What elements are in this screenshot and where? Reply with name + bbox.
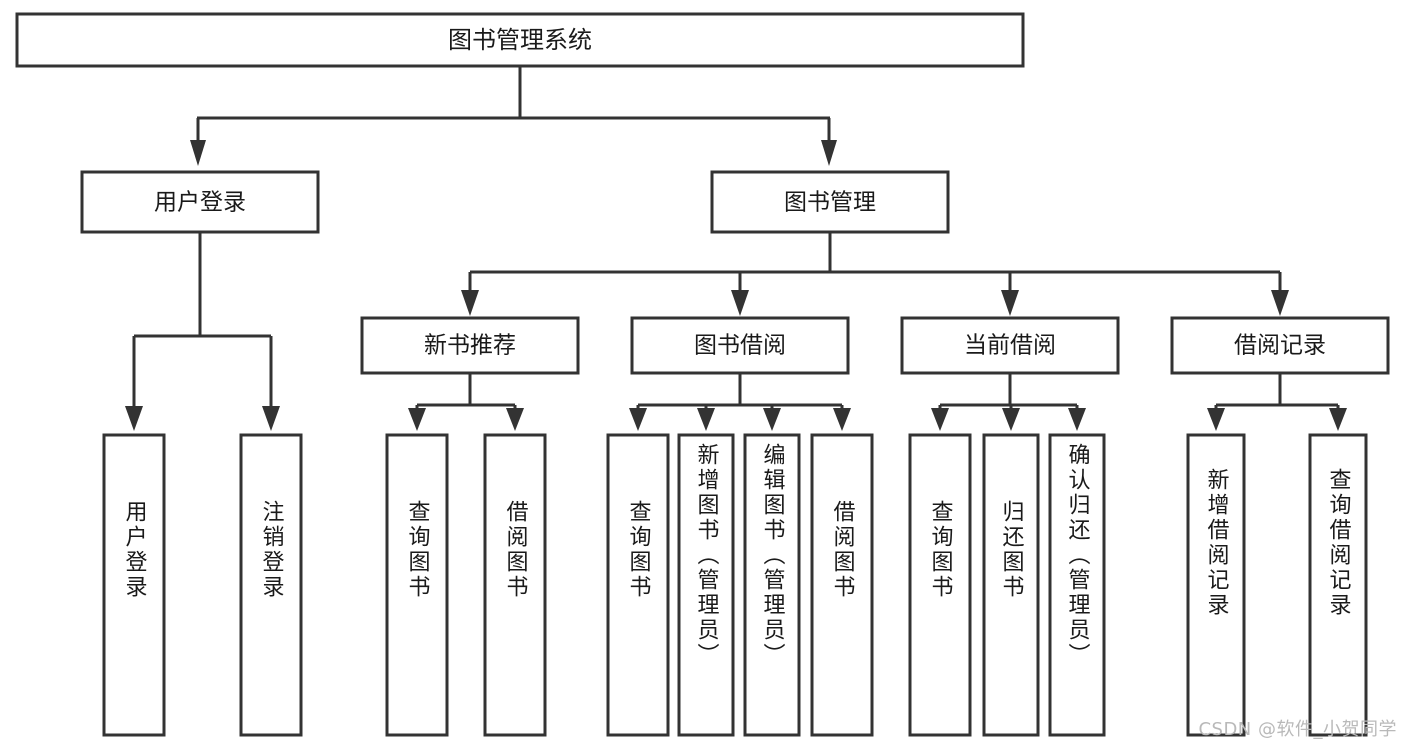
node-current-borrow-box[interactable] — [900, 316, 1120, 375]
node-new-book-recommend-label: 新书推荐 — [424, 333, 516, 359]
leaf-box-query-book-cb[interactable] — [908, 433, 972, 737]
leaf-box-borrow-book-bb[interactable] — [810, 433, 874, 737]
leaf-box-query-book-bb[interactable] — [606, 433, 670, 737]
arrow-head-currentborrow-leaf-1 — [931, 408, 949, 431]
leaf-box-user-login[interactable] — [102, 433, 166, 737]
arrow-head-borrowrecord-leaf-1 — [1207, 408, 1225, 431]
node-borrow-record-label: 借阅记录 — [1234, 333, 1326, 359]
arrow-head-leaf-logout — [262, 406, 280, 431]
node-user-login[interactable]: 用户登录 — [80, 170, 320, 234]
node-book-management-label: 图书管理 — [784, 190, 876, 216]
arrow-head-newbook-leaf-2 — [506, 408, 524, 431]
node-book-management[interactable]: 图书管理 — [710, 170, 950, 234]
leaf-box-logout[interactable] — [239, 433, 303, 737]
leaf-box-query-book-new[interactable] — [385, 433, 449, 737]
node-new-book-recommend-box[interactable] — [360, 316, 580, 375]
node-borrow-record-box[interactable] — [1170, 316, 1390, 375]
node-book-borrow-label: 图书借阅 — [694, 333, 786, 359]
node-book-borrow[interactable]: 图书借阅 — [630, 316, 850, 375]
arrow-head-bookborrow-leaf-1 — [629, 408, 647, 431]
arrow-head-bookborrow-leaf-4 — [833, 408, 851, 431]
node-book-borrow-box[interactable] — [630, 316, 850, 375]
node-root-label: 图书管理系统 — [448, 26, 592, 54]
leaf-box-edit-book-admin[interactable] — [743, 433, 801, 737]
leaf-box-borrow-book-new[interactable] — [483, 433, 547, 737]
leaf-layer — [102, 433, 1368, 737]
arrow-head-book-mgmt — [821, 140, 837, 166]
node-root-box[interactable] — [15, 12, 1025, 68]
node-current-borrow-label: 当前借阅 — [964, 333, 1056, 359]
leaf-box-confirm-return[interactable] — [1048, 433, 1106, 737]
arrow-head-current-borrow — [1001, 290, 1019, 316]
node-book-management-box[interactable] — [710, 170, 950, 234]
leaf-box-query-record[interactable] — [1308, 433, 1368, 737]
csdn-watermark: CSDN @软件_小贺同学 — [1198, 719, 1397, 740]
arrow-head-newbook-leaf-1 — [408, 408, 426, 431]
leaf-box-add-record[interactable] — [1186, 433, 1246, 737]
node-borrow-record[interactable]: 借阅记录 — [1170, 316, 1390, 375]
arrow-head-new-book — [461, 290, 479, 316]
node-current-borrow[interactable]: 当前借阅 — [900, 316, 1120, 375]
arrow-head-borrow-record — [1271, 290, 1289, 316]
leaf-box-return-book[interactable] — [982, 433, 1040, 737]
node-root[interactable]: 图书管理系统 — [15, 12, 1025, 68]
node-user-login-label: 用户登录 — [154, 190, 246, 216]
arrow-head-user-login — [190, 140, 206, 166]
arrow-head-leaf-user-login — [125, 406, 143, 431]
arrow-head-currentborrow-leaf-2 — [1002, 408, 1020, 431]
connector-layer — [125, 66, 1347, 431]
node-new-book-recommend[interactable]: 新书推荐 — [360, 316, 580, 375]
arrow-head-bookborrow-leaf-2 — [697, 408, 715, 431]
arrow-head-borrowrecord-leaf-2 — [1329, 408, 1347, 431]
leaf-box-add-book-admin[interactable] — [677, 433, 735, 737]
node-user-login-box[interactable] — [80, 170, 320, 234]
arrow-head-book-borrow — [731, 290, 749, 316]
arrow-head-bookborrow-leaf-3 — [763, 408, 781, 431]
arrow-head-currentborrow-leaf-3 — [1068, 408, 1086, 431]
